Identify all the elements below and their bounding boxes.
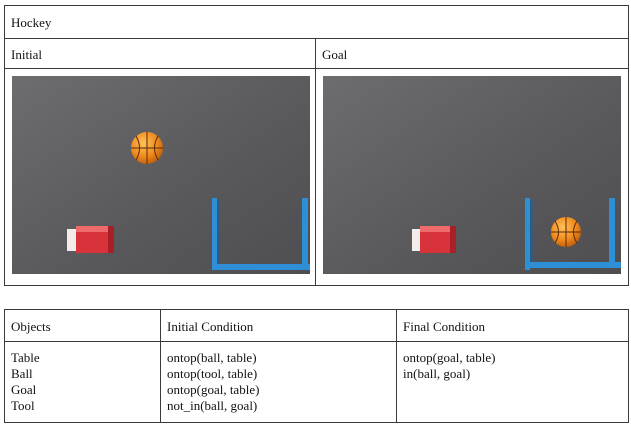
object-item: Ball bbox=[11, 366, 33, 381]
goal-frame bbox=[525, 198, 621, 270]
initial-condition-cell: ontop(ball, table) ontop(tool, table) on… bbox=[160, 341, 397, 423]
hockey-tool-icon bbox=[67, 226, 114, 253]
conditions-table: Objects Initial Condition Final Conditio… bbox=[4, 309, 629, 423]
initial-label-cell: Initial bbox=[4, 38, 316, 69]
final-condition-item: ontop(goal, table) bbox=[403, 350, 496, 365]
initial-label: Initial bbox=[11, 47, 43, 62]
header-final-condition-label: Final Condition bbox=[403, 319, 485, 334]
header-objects-label: Objects bbox=[11, 319, 51, 334]
header-objects: Objects bbox=[4, 309, 161, 342]
header-final-condition: Final Condition bbox=[396, 309, 629, 342]
initial-condition-item: ontop(goal, table) bbox=[167, 382, 260, 397]
goal-scene-photo bbox=[323, 76, 621, 274]
initial-scene-photo bbox=[12, 76, 310, 274]
goal-label-cell: Goal bbox=[315, 38, 629, 69]
basketball-icon bbox=[131, 132, 163, 164]
goal-label: Goal bbox=[322, 47, 348, 62]
basketball-icon bbox=[551, 217, 581, 247]
header-initial-condition: Initial Condition bbox=[160, 309, 397, 342]
table-surface bbox=[323, 76, 621, 274]
object-item: Goal bbox=[11, 382, 37, 397]
initial-condition-item: ontop(ball, table) bbox=[167, 350, 257, 365]
task-title: Hockey bbox=[11, 15, 52, 30]
task-title-cell: Hockey bbox=[4, 5, 629, 39]
object-item: Tool bbox=[11, 398, 35, 413]
initial-condition-item: not_in(ball, goal) bbox=[167, 398, 258, 413]
goal-frame bbox=[212, 198, 310, 270]
object-item: Table bbox=[11, 350, 40, 365]
task-figure-table: Hockey Initial Goal bbox=[4, 5, 629, 286]
table-surface bbox=[12, 76, 310, 274]
final-condition-item: in(ball, goal) bbox=[403, 366, 471, 381]
goal-image-cell bbox=[315, 68, 629, 286]
objects-cell: Table Ball Goal Tool bbox=[4, 341, 161, 423]
final-condition-cell: ontop(goal, table) in(ball, goal) bbox=[396, 341, 629, 423]
initial-image-cell bbox=[4, 68, 316, 286]
header-initial-condition-label: Initial Condition bbox=[167, 319, 254, 334]
hockey-tool-icon bbox=[412, 226, 456, 253]
initial-condition-item: ontop(tool, table) bbox=[167, 366, 258, 381]
